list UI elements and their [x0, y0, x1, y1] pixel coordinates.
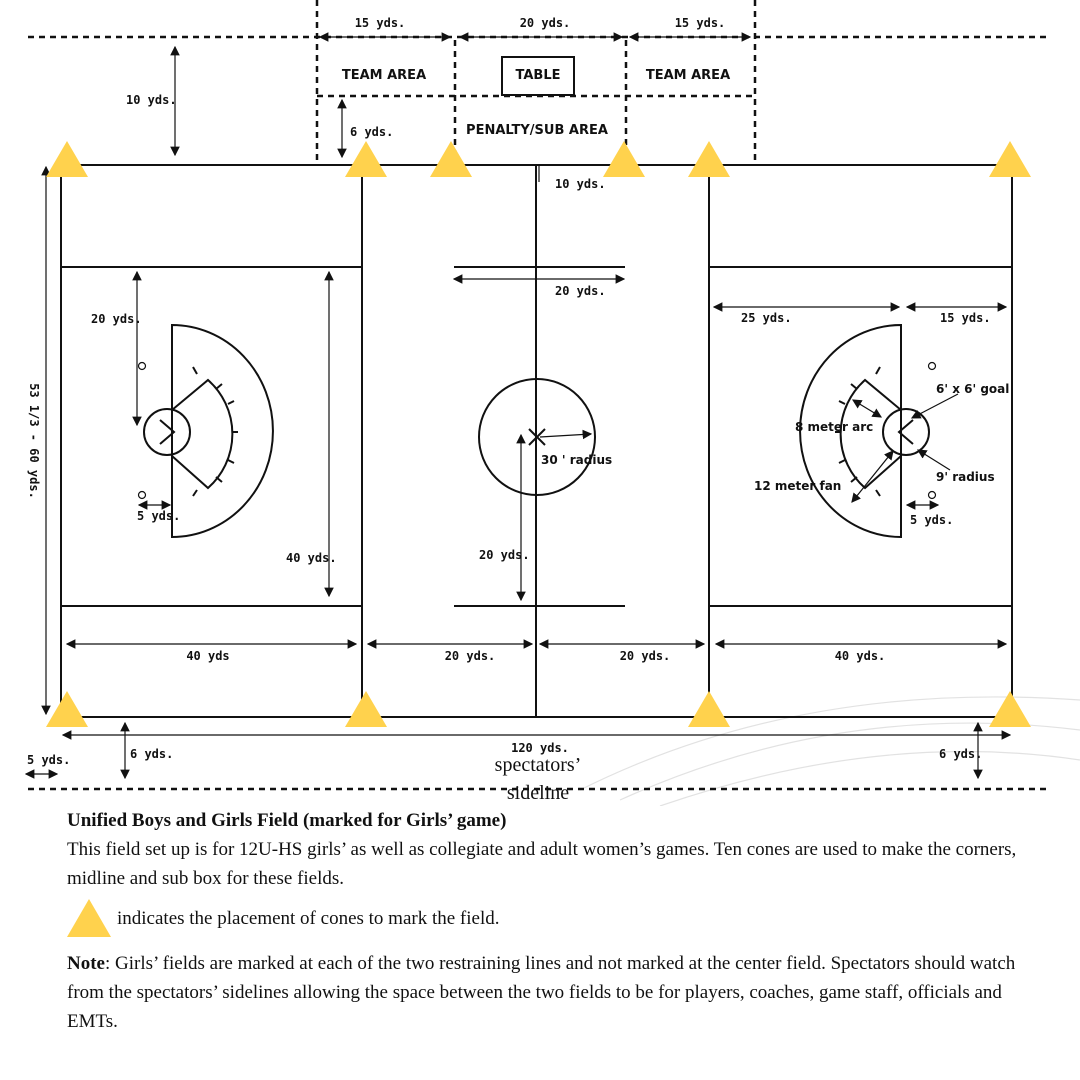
label-top-20: 20 yds. [520, 16, 571, 30]
left-12m-fan [171, 323, 274, 539]
label-20-center-vert: 20 yds. [479, 548, 530, 562]
label-spectators: spectators’ [495, 754, 582, 776]
right-dot-lower [927, 490, 937, 500]
caption-note: Note: Girls’ fields are marked at each o… [67, 949, 1037, 1036]
cone-legend: indicates the placement of cones to mark… [67, 899, 1037, 937]
meter-arc-8-arrow [851, 399, 883, 418]
label-10-center: 10 yds. [555, 177, 606, 191]
label-6-bottom-right: 6 yds. [939, 747, 982, 761]
label-meter-fan-12: 12 meter fan [754, 479, 841, 493]
right-8m-arc [839, 378, 902, 490]
left-arc-hash-marks [192, 366, 238, 497]
left-goal [159, 419, 176, 445]
label-20-bottom-left: 20 yds. [445, 649, 496, 663]
label-15-right: 15 yds. [940, 311, 991, 325]
label-goal-6x6: 6' x 6' goal [936, 382, 1009, 396]
goal-pointer-arrow [910, 393, 959, 419]
radius-30-arrow [539, 429, 593, 440]
cone-sub-box-right [603, 141, 645, 177]
label-6-bottom-left: 6 yds. [130, 747, 173, 761]
label-team-area-right: TEAM AREA [646, 68, 730, 83]
cone-bottom-right-corner [989, 691, 1031, 727]
label-40-bottom-right: 40 yds. [835, 649, 886, 663]
label-side-length: 53 1/3 - 60 yds. [27, 383, 41, 499]
label-5-left: 5 yds. [137, 509, 180, 523]
label-10-left: 10 yds. [126, 93, 177, 107]
cone-top-left-corner [46, 141, 88, 177]
label-40-left-vert: 40 yds. [286, 551, 337, 565]
cone-bottom-left-corner [46, 691, 88, 727]
label-sideline: sideline [507, 782, 569, 804]
left-dot-upper [137, 361, 147, 371]
label-team-area-left: TEAM AREA [342, 68, 426, 83]
cones [46, 141, 1031, 727]
left-dot-lower [137, 490, 147, 500]
center-circle [478, 378, 596, 496]
left-8m-arc [171, 378, 234, 490]
cone-bottom-left-restraining [345, 691, 387, 727]
right-12m-fan [799, 323, 902, 539]
right-dot-upper [927, 361, 937, 371]
right-goal [897, 419, 914, 445]
cone-sub-box-left [430, 141, 472, 177]
left-goal-circle [143, 408, 191, 456]
cone-top-left-restraining [345, 141, 387, 177]
cone-icon [67, 899, 111, 937]
label-radius-30: 30 ' radius [541, 453, 612, 467]
table-box [501, 56, 575, 96]
label-top-15-right: 15 yds. [675, 16, 726, 30]
label-table: TABLE [516, 68, 561, 83]
cone-legend-text: indicates the placement of cones to mark… [117, 907, 500, 929]
cone-top-right-corner [989, 141, 1031, 177]
cone-bottom-right-restraining [688, 691, 730, 727]
caption: Unified Boys and Girls Field (marked for… [67, 806, 1037, 1036]
note-text: : Girls’ fields are marked at each of th… [67, 953, 1016, 1032]
label-radius-9: 9' radius [936, 470, 995, 484]
label-penalty-sub-area: PENALTY/SUB AREA [466, 123, 608, 138]
cone-top-right-restraining [688, 141, 730, 177]
field-diagram: 15 yds. 20 yds. 15 yds. TEAM AREA TABLE … [24, 0, 1080, 806]
label-20-bottom-right: 20 yds. [620, 649, 671, 663]
label-40-bottom-left: 40 yds [186, 649, 229, 663]
note-label: Note [67, 953, 105, 974]
label-20-left: 20 yds. [91, 312, 142, 326]
radius-9-arrow [916, 449, 951, 471]
label-5-right: 5 yds. [910, 513, 953, 527]
right-goal-circle [882, 408, 930, 456]
meter-fan-12-arrow [851, 450, 894, 503]
label-6-top: 6 yds. [350, 125, 393, 139]
caption-title: Unified Boys and Girls Field (marked for… [67, 810, 507, 831]
label-top-15-left: 15 yds. [355, 16, 406, 30]
label-5-bottom: 5 yds. [27, 753, 70, 767]
caption-body: This field set up is for 12U-HS girls’ a… [67, 839, 1017, 889]
label-20-center: 20 yds. [555, 284, 606, 298]
label-meter-arc-8: 8 meter arc [795, 420, 873, 434]
center-x-mark [528, 428, 546, 446]
label-25-right: 25 yds. [741, 311, 792, 325]
label-120-total: 120 yds. [511, 741, 569, 755]
